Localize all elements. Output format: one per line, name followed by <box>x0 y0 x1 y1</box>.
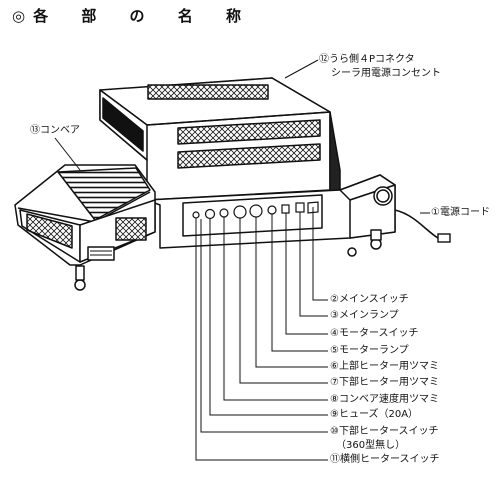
label-number: ⑨ <box>330 409 339 420</box>
label-number: ⑥ <box>330 361 339 372</box>
label-6: ⑥上部ヒーター用ツマミ <box>330 361 439 373</box>
title-mark: ◎ <box>12 7 28 25</box>
label-text: （360型無し） <box>336 440 406 451</box>
label-text: 下部ヒータースイッチ <box>338 426 439 437</box>
power-plug-icon <box>437 233 451 243</box>
label-number: ③ <box>330 310 339 321</box>
page-title: ◎ 各 部 の 名 称 <box>12 5 255 26</box>
label-number: ② <box>330 294 339 305</box>
label-11: ⑪横側ヒータースイッチ <box>330 454 440 466</box>
label-number: ④ <box>330 328 339 339</box>
label-number: ⑤ <box>330 345 339 356</box>
label-text: メインスイッチ <box>338 294 409 305</box>
label-text: シーラ用電源コンセント <box>331 68 441 79</box>
label-10: ⑩下部ヒータースイッチ <box>330 426 438 438</box>
machine-body <box>14 77 396 291</box>
label-number: ⑧ <box>330 394 339 405</box>
label-number: ① <box>431 207 440 218</box>
label-7: ⑦下部ヒーター用ツマミ <box>330 377 439 389</box>
label-number: ⑬ <box>30 125 40 136</box>
label-3: ③メインランプ <box>330 310 399 322</box>
label-13: ⑬コンベア <box>30 125 80 137</box>
label-text: 電源コード <box>439 207 490 218</box>
label-10-line2: （360型無し） <box>336 440 405 452</box>
label-text: 横側ヒータースイッチ <box>340 454 440 465</box>
label-2: ②メインスイッチ <box>330 294 409 306</box>
label-12-line2: シーラ用電源コンセント <box>331 68 441 80</box>
label-1: ①電源コード <box>431 207 490 219</box>
label-text: モータースイッチ <box>338 328 419 339</box>
label-number: ⑫ <box>319 54 329 65</box>
label-8: ⑧コンベア速度用ツマミ <box>330 394 439 406</box>
label-4: ④モータースイッチ <box>330 328 418 340</box>
label-text: 上部ヒーター用ツマミ <box>338 361 439 372</box>
title-text: 各 部 の 名 称 <box>33 7 255 25</box>
label-text: 下部ヒーター用ツマミ <box>338 377 439 388</box>
label-text: ヒューズ（20A） <box>338 409 419 420</box>
label-text: メインランプ <box>338 310 399 321</box>
label-12: ⑫うら側４Pコネクタ <box>319 54 415 66</box>
label-text: コンベア速度用ツマミ <box>338 394 439 405</box>
label-text: モーターランプ <box>338 345 409 356</box>
label-number: ⑪ <box>330 454 340 465</box>
label-text: うら側４Pコネクタ <box>329 54 415 65</box>
label-5: ⑤モーターランプ <box>330 345 409 357</box>
label-text: コンベア <box>40 125 80 136</box>
label-number: ⑩ <box>330 426 339 437</box>
leader-lines <box>54 59 430 461</box>
label-number: ⑦ <box>330 377 339 388</box>
label-9: ⑨ヒューズ（20A） <box>330 409 418 421</box>
